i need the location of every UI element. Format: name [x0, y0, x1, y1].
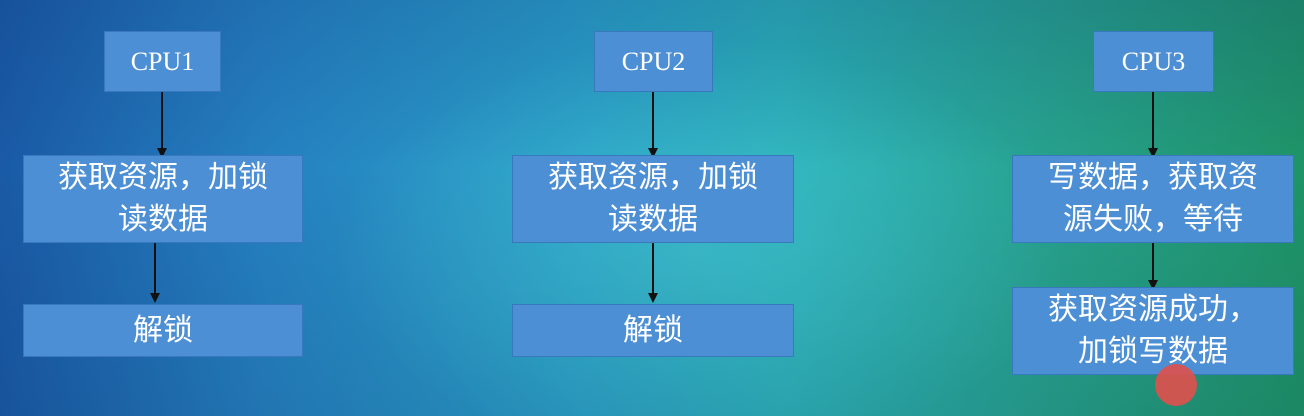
cpu1-step2-line1: 解锁: [133, 312, 193, 348]
cpu2-step1-line1: 获取资源，加锁: [548, 160, 758, 195]
cpu3-step1-box: 写数据，获取资 源失败，等待: [1012, 155, 1294, 243]
cpu3-step2-line1: 获取资源成功，: [1048, 292, 1258, 327]
cpu3-step2-line2: 加锁写数据: [1078, 334, 1228, 369]
cpu2-label: CPU2: [621, 46, 686, 76]
cpu1-step1-box: 获取资源，加锁 读数据: [23, 155, 303, 243]
presenter-pointer: [1155, 364, 1197, 406]
cpu1-box: CPU1: [104, 31, 221, 92]
cpu1-label: CPU1: [130, 46, 195, 76]
cpu3-step1-line1: 写数据，获取资: [1048, 160, 1258, 195]
cpu3-box: CPU3: [1093, 31, 1214, 92]
cpu2-step2-box: 解锁: [512, 304, 794, 357]
cpu1-step1-line1: 获取资源，加锁: [58, 160, 268, 195]
cpu3-step2-box: 获取资源成功， 加锁写数据: [1012, 287, 1294, 375]
cpu1-step2-box: 解锁: [23, 304, 303, 357]
cpu1-step1-line2: 读数据: [118, 202, 208, 237]
cpu2-step2-line1: 解锁: [623, 312, 683, 348]
cpu2-box: CPU2: [594, 31, 713, 92]
cpu2-step1-box: 获取资源，加锁 读数据: [512, 155, 794, 243]
cpu3-label: CPU3: [1121, 46, 1186, 76]
cpu3-step1-line2: 源失败，等待: [1063, 202, 1243, 237]
cpu2-step1-line2: 读数据: [608, 202, 698, 237]
